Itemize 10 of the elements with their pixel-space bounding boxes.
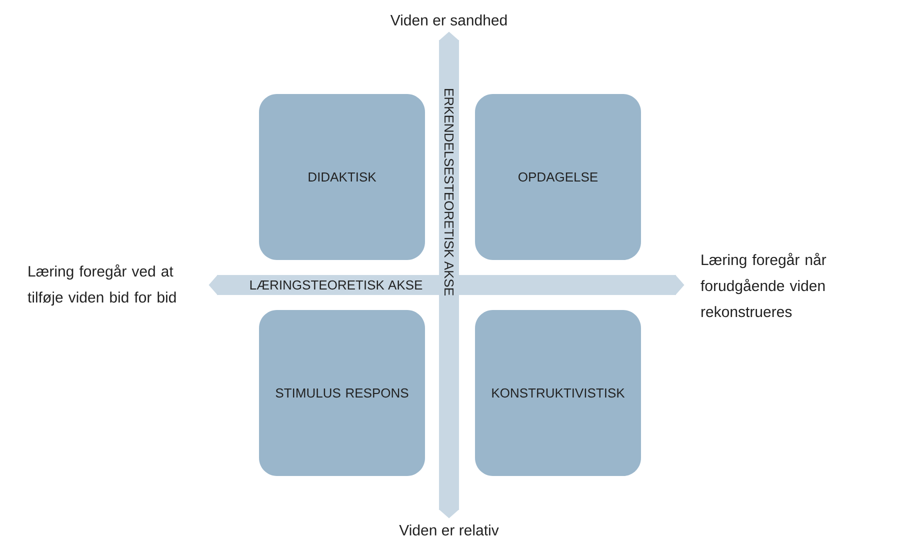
statement-text: Læring foregår ved at tilføje viden bid for bid (28, 264, 176, 306)
quadrant-box: STIMULUS RESPONS (259, 310, 425, 476)
pole-text: Viden er relativ (399, 524, 499, 536)
quadrant-box: KONSTRUKTIVISTISK (475, 310, 641, 476)
quadrant-box: DIDAKTISK (259, 94, 425, 260)
axis-label: ERKENDELSESTEORETISK AKSE (443, 86, 455, 298)
pole-text: Viden er sandhed (390, 14, 507, 26)
axis-label: LÆRINGSTEORETISK AKSE (248, 279, 424, 291)
statement-text: Læring foregår når forudgående viden rekonstrueres (700, 252, 826, 318)
quadrant-box: OPDAGELSE (475, 94, 641, 260)
